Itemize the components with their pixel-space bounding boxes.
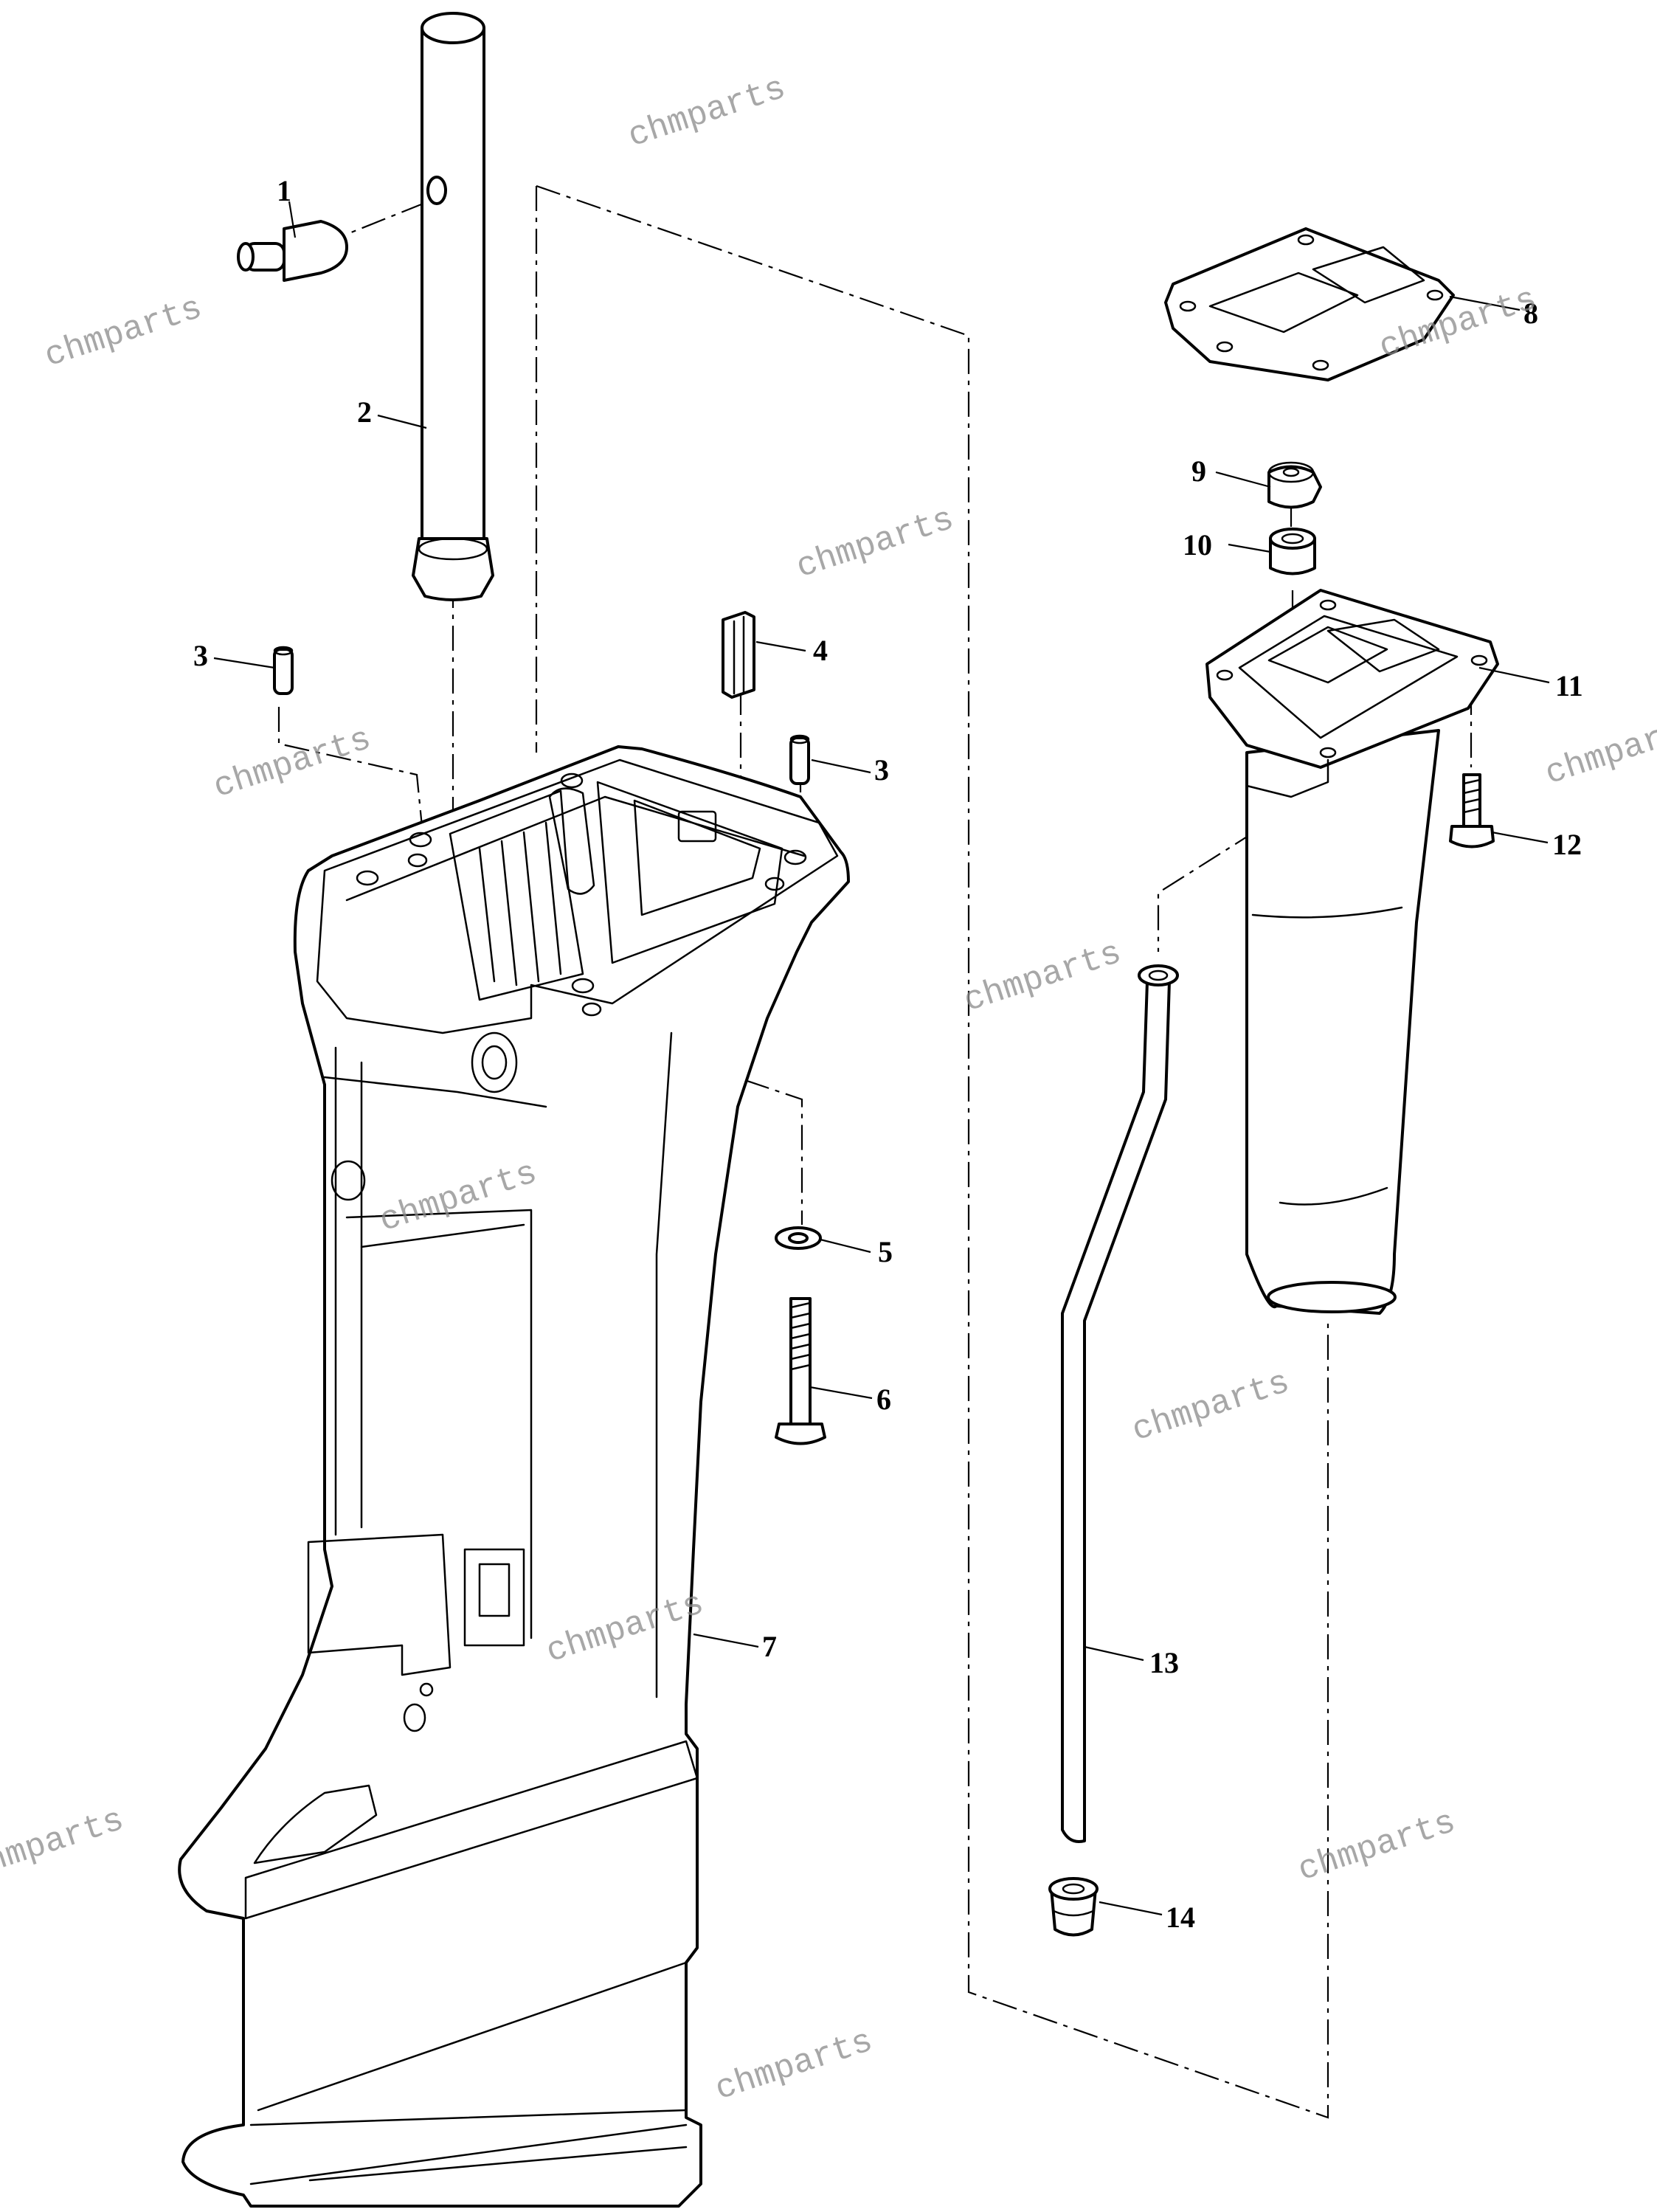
part-1-fitting xyxy=(237,220,348,282)
watermark: chmparts xyxy=(209,720,376,807)
callout-2: 2 xyxy=(357,395,372,429)
callout-9: 9 xyxy=(1191,455,1206,488)
watermark: chmparts xyxy=(959,934,1126,1021)
watermark: chmparts xyxy=(792,500,958,587)
part-4-grommet xyxy=(722,611,755,699)
watermark: chmparts xyxy=(1127,1364,1294,1451)
watermark: chmparts xyxy=(1540,707,1657,794)
callout-4: 4 xyxy=(813,634,828,667)
callout-13: 13 xyxy=(1149,1646,1179,1679)
part-2-pipe xyxy=(412,12,494,601)
callout-5: 5 xyxy=(878,1235,893,1268)
watermark: chmparts xyxy=(623,69,790,156)
part-3-dowel-pin-left xyxy=(273,646,294,695)
callout-12: 12 xyxy=(1552,828,1582,861)
callout-1: 1 xyxy=(277,174,291,207)
leader-lines xyxy=(213,201,1550,1916)
callout-3-right: 3 xyxy=(874,753,889,787)
part-6-bolt xyxy=(775,1297,826,1445)
part-8-gasket xyxy=(1164,227,1455,381)
watermark: chmparts xyxy=(40,289,207,376)
callout-labels: 1 2 3 4 3 5 6 7 8 9 10 11 12 13 14 xyxy=(193,174,1583,1934)
callout-3-left: 3 xyxy=(193,639,208,672)
watermark: chmparts xyxy=(0,1801,128,1888)
callout-8: 8 xyxy=(1523,297,1538,330)
part-10-seal xyxy=(1269,528,1316,576)
part-13-water-tube xyxy=(1061,964,1179,1843)
callout-11: 11 xyxy=(1555,669,1583,702)
part-3-dowel-pin-right xyxy=(789,734,810,785)
callout-7: 7 xyxy=(762,1630,777,1663)
callout-10: 10 xyxy=(1183,528,1212,561)
part-14-grommet xyxy=(1048,1877,1099,1937)
part-11-exhaust-tube xyxy=(1205,589,1499,1315)
part-7-driveshaft-housing xyxy=(178,745,850,2208)
part-12-flange-bolt xyxy=(1449,773,1495,848)
callout-14: 14 xyxy=(1166,1901,1195,1934)
callout-6: 6 xyxy=(876,1383,891,1416)
watermark: chmparts xyxy=(710,2022,877,2109)
assembly-outline xyxy=(535,184,1329,2119)
watermark: chmparts xyxy=(1293,1803,1460,1890)
part-9-collar xyxy=(1267,461,1322,509)
part-5-washer xyxy=(775,1226,822,1250)
